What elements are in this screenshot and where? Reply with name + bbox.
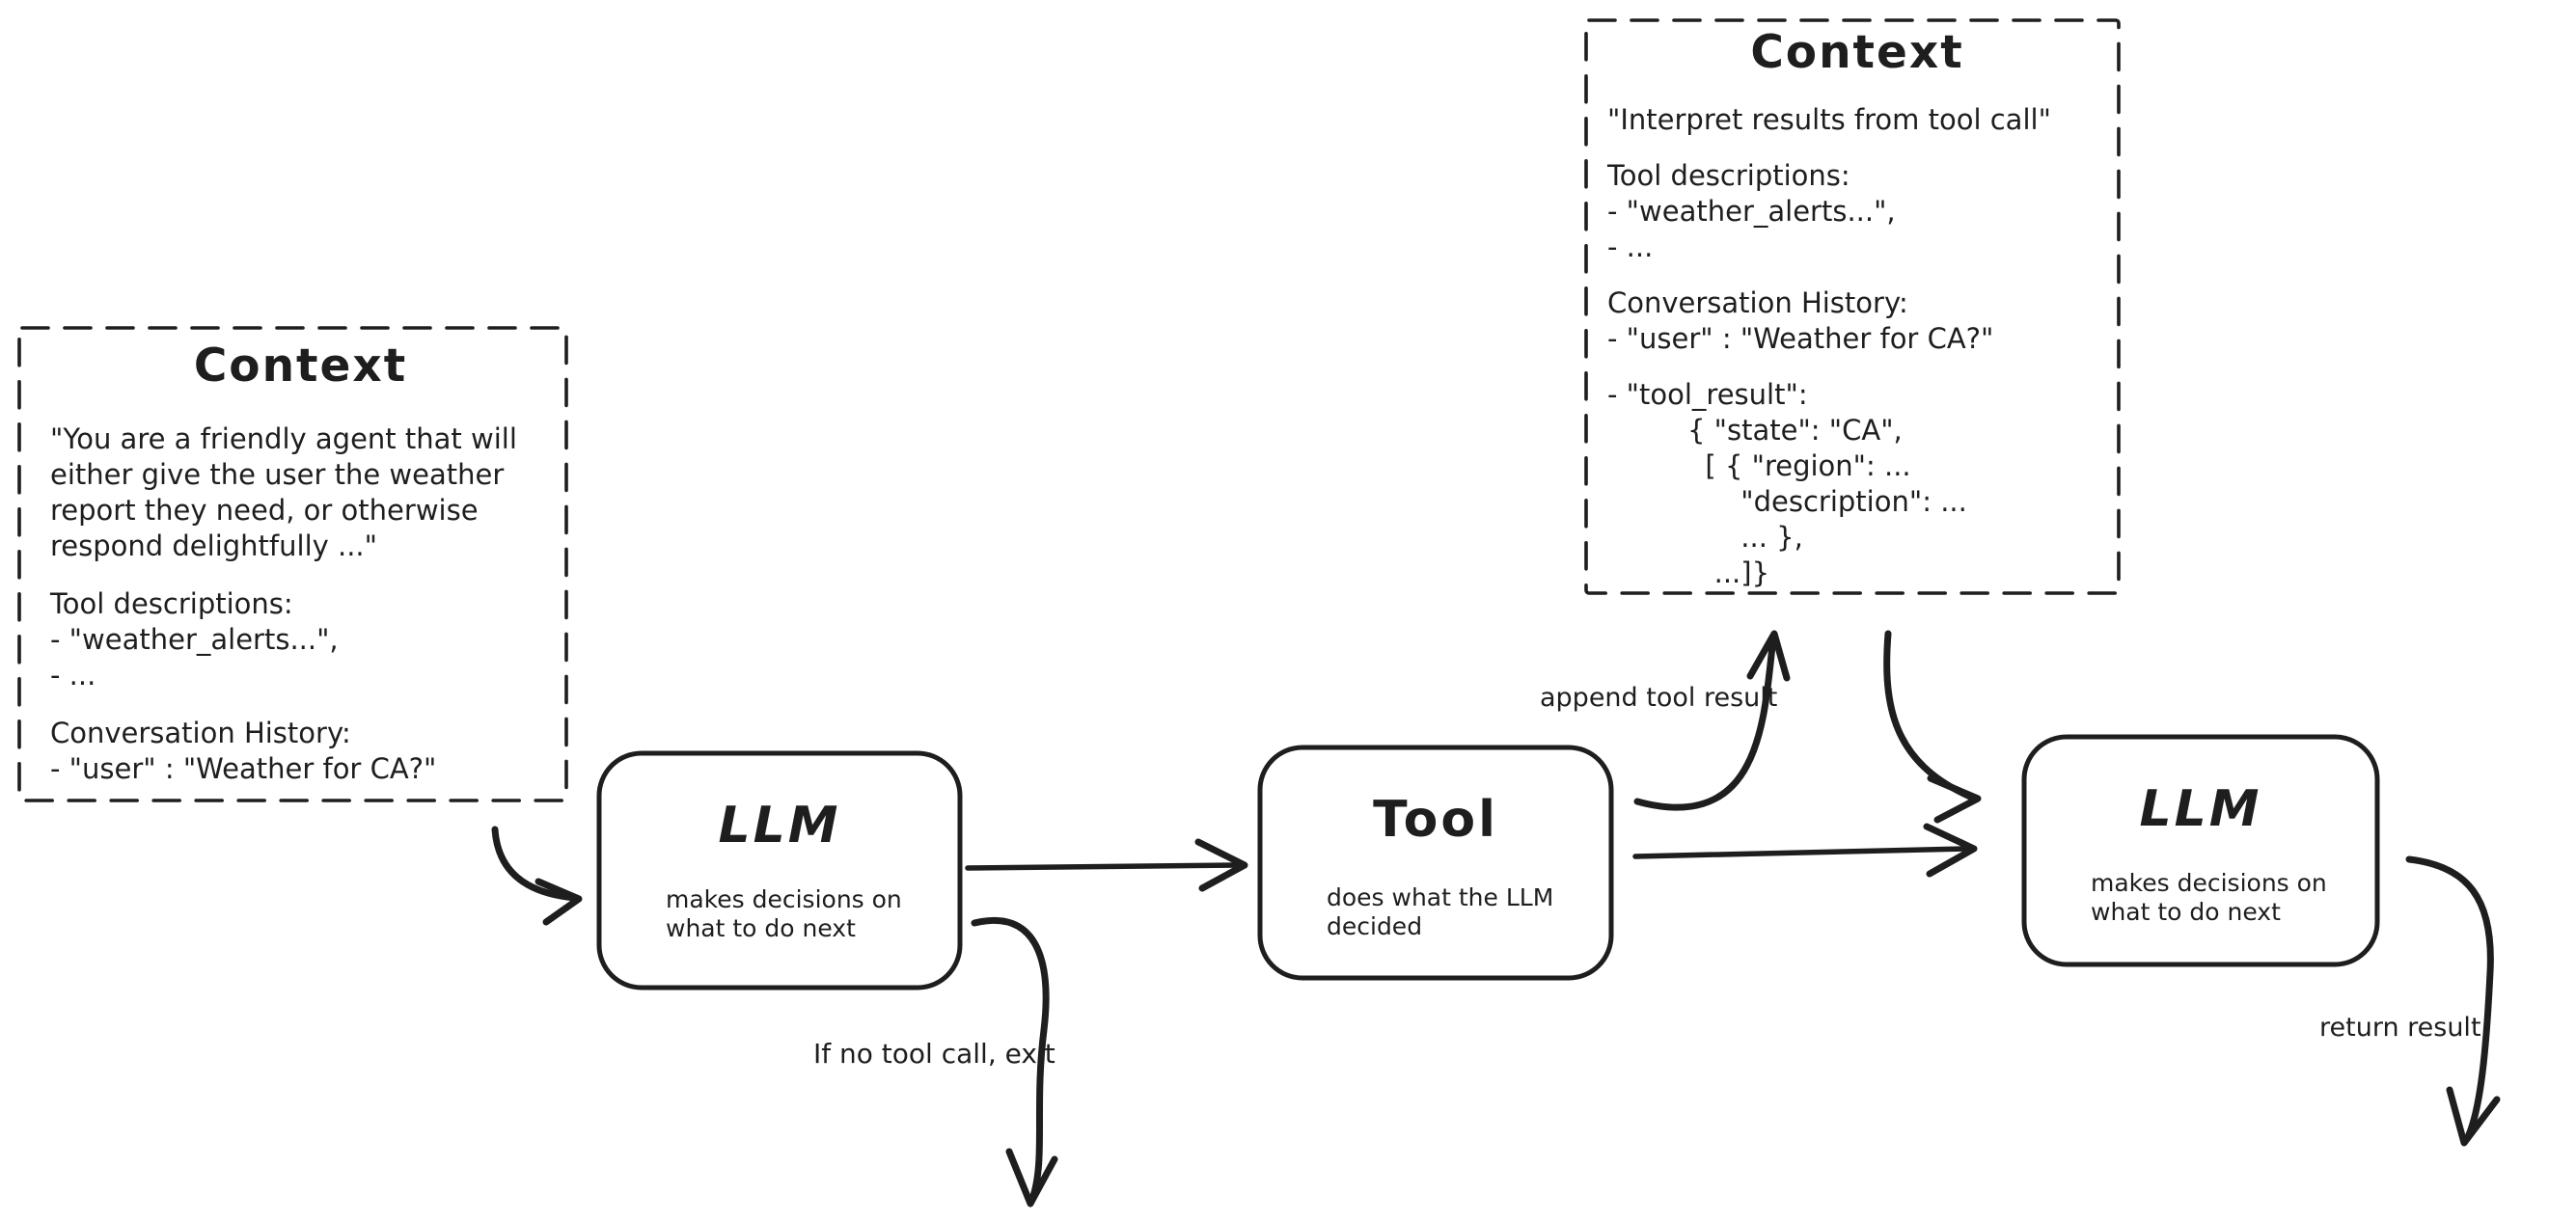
context-box-left: Context "You are a friendly agent that w… [17, 326, 568, 802]
context-top-body: "Interpret results from tool call" Tool … [1607, 102, 2107, 611]
context-left-title: Context [193, 339, 408, 393]
arrow-tool-to-context [1633, 630, 1791, 811]
context-left-body: "You are a friendly agent that will eith… [50, 421, 551, 809]
context-top-title: Context [1750, 26, 1964, 79]
return-result-label: return result [2319, 1013, 2481, 1043]
conversation-history-text: Conversation History: - "user" : "Weathe… [1607, 286, 1994, 355]
arrow-llm2-return [2405, 855, 2501, 1147]
context-box-top: Context "Interpret results from tool cal… [1584, 18, 2121, 595]
tool-title: Tool [1373, 791, 1498, 849]
arrow-llm1-to-tool [965, 838, 1248, 892]
if-no-tool-call-exit-label: If no tool call, exit [813, 1038, 1055, 1070]
tool-node: Tool does what the LLM decided [1257, 745, 1614, 981]
llm1-node: LLM makes decisions on what to do next [596, 750, 963, 990]
llm1-description: makes decisions on what to do next [666, 885, 902, 942]
arrow-context-to-llm1 [491, 826, 583, 926]
conversation-history-text: Conversation History: - "user" : "Weathe… [50, 717, 437, 785]
tool-result-json-text: - "tool_result": { "state": "CA", [ { "r… [1607, 378, 1967, 589]
arrow-context-to-llm2 [1883, 630, 1982, 824]
arrow-tool-to-llm2 [1632, 823, 1978, 878]
tool-descriptions-text: Tool descriptions: - "weather_alerts..."… [50, 587, 339, 692]
llm2-description: makes decisions on what to do next [2091, 869, 2327, 926]
llm2-node: LLM makes decisions on what to do next [2021, 734, 2380, 967]
tool-description: does what the LLM decided [1327, 883, 1554, 940]
llm2-title: LLM [2139, 780, 2262, 838]
system-prompt-text: "You are a friendly agent that will eith… [50, 422, 517, 562]
tool-descriptions-text: Tool descriptions: - "weather_alerts..."… [1607, 159, 1896, 263]
interpret-prompt-text: "Interpret results from tool call" [1607, 103, 2051, 136]
append-tool-result-label: append tool result [1540, 683, 1778, 713]
llm1-title: LLM [718, 797, 841, 855]
